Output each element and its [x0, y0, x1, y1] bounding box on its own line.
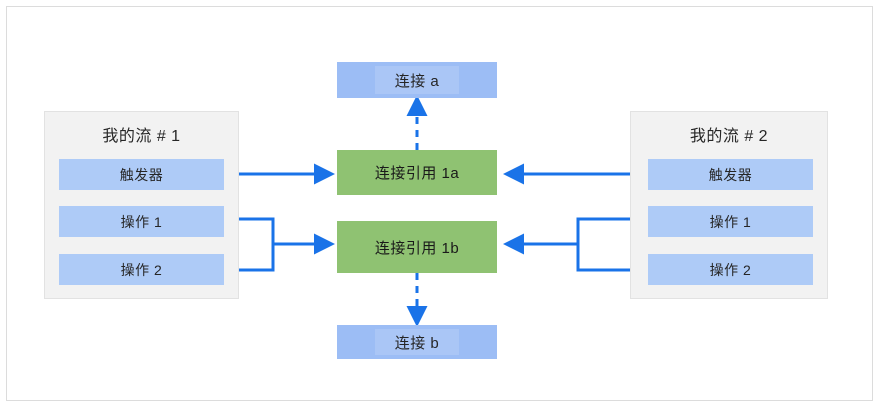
connection-reference-1a-label: 连接引用 1a — [374, 165, 460, 182]
flow-1-item-action-1-label: 操作 1 — [120, 213, 163, 230]
flow-1-item-action-2-label: 操作 2 — [120, 261, 163, 278]
flow-1-item-action-2[interactable]: 操作 2 — [59, 254, 224, 285]
connection-a-box[interactable]: 连接 a — [337, 62, 497, 98]
connection-reference-1a-box[interactable]: 连接引用 1a — [337, 150, 497, 195]
connection-reference-1b-box[interactable]: 连接引用 1b — [337, 221, 497, 273]
connection-a-highlight — [375, 66, 459, 94]
flow-2-item-action-1-label: 操作 1 — [709, 213, 752, 230]
connection-a-label: 连接 a — [394, 72, 440, 90]
connection-b-label: 连接 b — [394, 334, 440, 352]
flow-2-item-action-1[interactable]: 操作 1 — [648, 206, 813, 237]
flow-1-item-action-1[interactable]: 操作 1 — [59, 206, 224, 237]
flow-1-title: 我的流 # 1 — [102, 128, 181, 145]
connection-reference-1b-label: 连接引用 1b — [374, 239, 460, 257]
flow-2-item-action-2[interactable]: 操作 2 — [648, 254, 813, 285]
connection-b-highlight — [375, 329, 459, 355]
flow-2-title: 我的流 # 2 — [689, 128, 769, 145]
flow-2-item-trigger[interactable]: 触发器 — [648, 159, 813, 190]
connection-b-box[interactable]: 连接 b — [337, 325, 497, 359]
flow-2-item-action-2-label: 操作 2 — [709, 261, 752, 278]
flow-1-item-trigger[interactable]: 触发器 — [59, 159, 224, 190]
flow-1-item-trigger-label: 触发器 — [119, 166, 164, 183]
flow-2-item-trigger-label: 触发器 — [708, 166, 753, 183]
